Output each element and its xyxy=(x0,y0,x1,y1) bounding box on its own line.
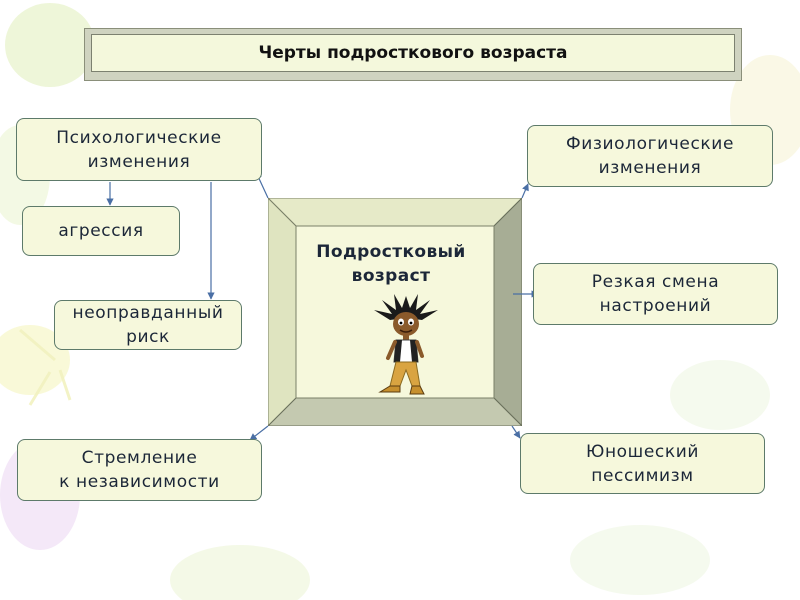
box-psychological-changes-label: Психологические изменения xyxy=(56,127,222,172)
title-frame: Черты подросткового возраста xyxy=(84,28,742,81)
box-youthful-pessimism-label: Юношеский пессимизм xyxy=(586,441,699,486)
box-aggression: агрессия xyxy=(22,206,180,256)
box-mood-swings-label: Резкая смена настроений xyxy=(591,272,720,316)
box-physiological-changes: Физиологические изменения xyxy=(527,125,773,187)
box-striving-independence-label: Стремление к независимости xyxy=(59,448,220,492)
box-mood-swings: Резкая смена настроений xyxy=(533,263,778,325)
page-title: Черты подросткового возраста xyxy=(91,34,735,72)
box-unjustified-risk-label: неоправданный риск xyxy=(72,303,224,347)
box-unjustified-risk: неоправданный риск xyxy=(54,300,242,350)
box-youthful-pessimism: Юношеский пессимизм xyxy=(520,433,765,494)
center-label: Подростковый возраст xyxy=(316,242,466,286)
box-psychological-changes: Психологические изменения xyxy=(16,118,262,181)
box-aggression-label: агрессия xyxy=(58,221,144,241)
cartoon-teenager-icon xyxy=(374,294,438,395)
box-striving-independence: Стремление к независимости xyxy=(17,439,262,501)
box-physiological-changes-label: Физиологические изменения xyxy=(565,134,735,178)
